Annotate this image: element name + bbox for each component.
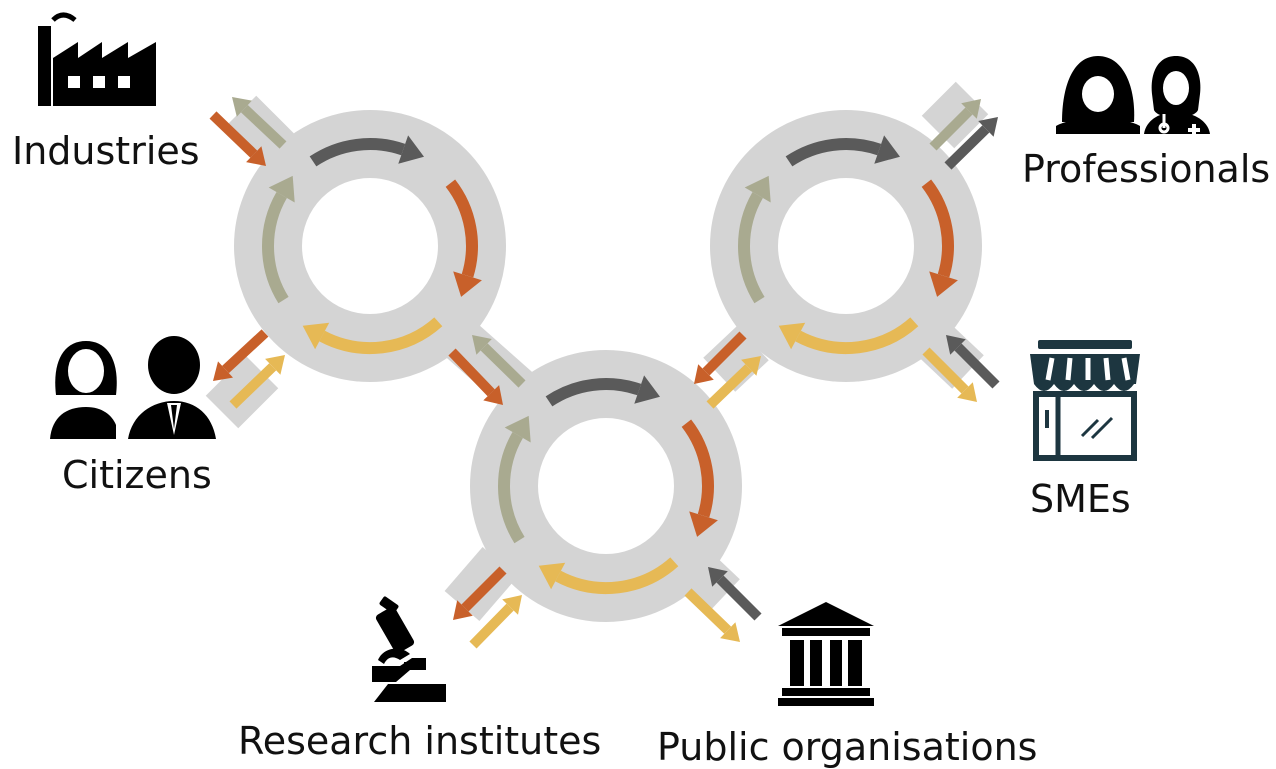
research-institutes-label: Research institutes xyxy=(238,719,602,763)
exchange-arrow xyxy=(929,99,981,151)
exchange-arrow xyxy=(472,335,526,388)
exchange-arrow xyxy=(453,566,507,620)
cycle-arrow-yellow xyxy=(538,557,679,595)
connector-band xyxy=(434,312,536,410)
exchange-arrow xyxy=(232,97,287,149)
cycle-arrow-dark xyxy=(309,135,424,167)
connector-band xyxy=(223,95,299,171)
exchange-arrow xyxy=(469,595,522,649)
cycle-arrow-yellow xyxy=(302,317,443,355)
industries-label: Industries xyxy=(12,129,200,173)
exchange-arrow xyxy=(922,347,977,402)
exchange-arrow xyxy=(708,567,762,621)
government-building-icon xyxy=(778,602,874,706)
exchange-arrow xyxy=(684,588,740,642)
cycle-arrow-sage xyxy=(262,175,295,304)
cycle-rings xyxy=(234,110,982,622)
cycle-arrow-sage xyxy=(498,415,531,544)
cycle-arrow-orange xyxy=(681,419,718,537)
cycle-arrow-orange xyxy=(445,179,482,297)
microscope-icon xyxy=(372,596,446,702)
cycle-ring xyxy=(234,110,506,382)
exchange-arrow xyxy=(694,331,747,384)
cycle-arrow-dark xyxy=(785,135,900,167)
exchange-arrow xyxy=(229,355,285,409)
public-organisations-label: Public organisations xyxy=(657,725,1038,769)
cycle-ring xyxy=(470,350,742,622)
professionals-icon xyxy=(1056,56,1210,136)
cycle-arrow-dark xyxy=(545,375,660,407)
citizens-icon xyxy=(50,336,216,439)
exchange-arrow xyxy=(209,111,266,166)
exchange-arrow xyxy=(706,356,761,409)
exchange-arrow xyxy=(213,329,269,381)
cycle-ring xyxy=(710,110,982,382)
professionals-label: Professionals xyxy=(1022,147,1271,191)
connector-band xyxy=(916,321,984,389)
exchange-arrows xyxy=(205,81,1000,649)
citizens-label: Citizens xyxy=(62,453,212,497)
cycle-arrow-sage xyxy=(738,175,771,304)
exchange-arrow xyxy=(946,335,1000,389)
cycle-arrow-yellow xyxy=(778,317,919,355)
exchange-arrow xyxy=(448,348,503,405)
cycle-arrow-orange xyxy=(921,179,958,297)
shop-icon xyxy=(1030,340,1140,461)
connector-band xyxy=(670,543,740,613)
factory-icon xyxy=(38,12,156,106)
smes-label: SMEs xyxy=(1030,477,1131,521)
exchange-arrow xyxy=(944,117,998,170)
